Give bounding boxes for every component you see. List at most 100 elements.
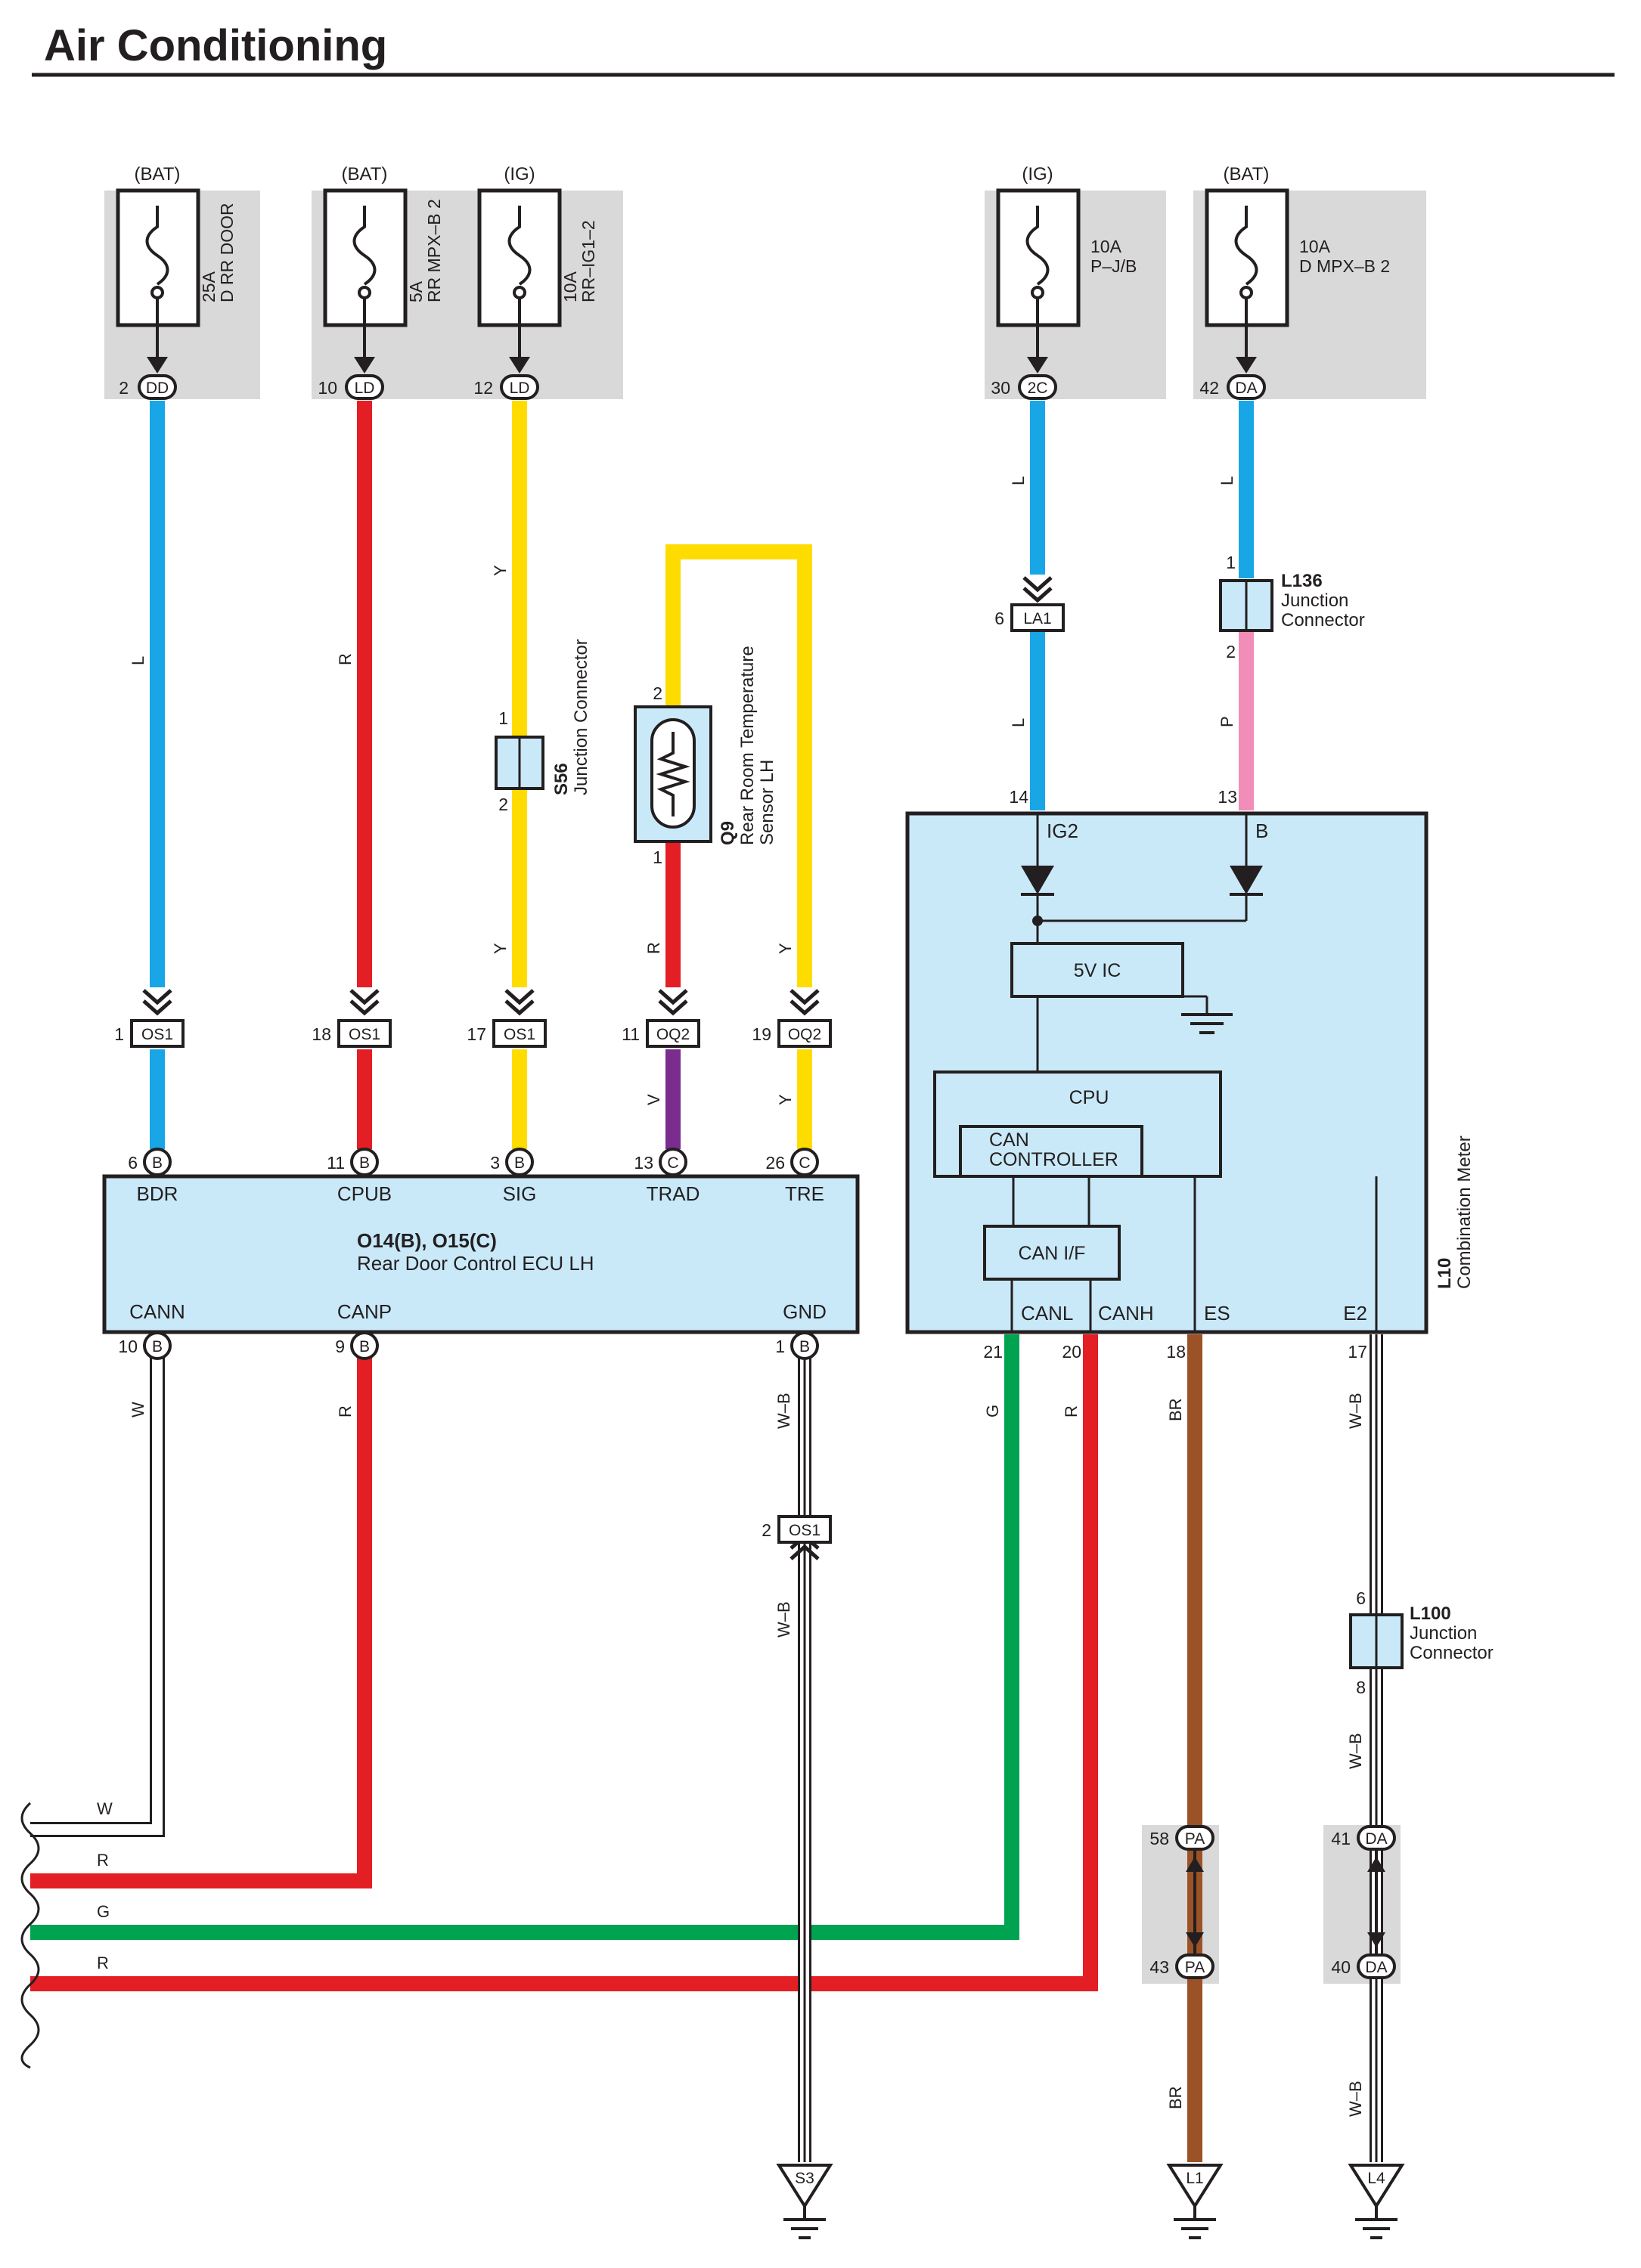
ecu-pin-number: 26 (765, 1153, 785, 1173)
wire-color-label: BR (1166, 2086, 1185, 2109)
wires (30, 401, 1383, 2162)
wire-color-label: L (1009, 476, 1028, 485)
fuse-source-label: (BAT) (135, 164, 181, 184)
connector-name: OQ2 (656, 1026, 690, 1043)
meter-bottom-pin: 20 (1062, 1342, 1081, 1362)
fuse-source-label: (BAT) (342, 164, 388, 184)
meter-bottom-pin: 21 (983, 1342, 1003, 1362)
meter-bottom-pin: 18 (1166, 1342, 1186, 1362)
pin-number: 1 (653, 847, 662, 867)
meter-bottom-signal: ES (1204, 1302, 1230, 1325)
fuse-pin-number: 10 (318, 378, 337, 398)
ecu-pin-conn: B (514, 1154, 525, 1172)
pin-number: 2 (653, 683, 662, 703)
pin-number: 2 (1226, 642, 1236, 662)
pin-number: 8 (1356, 1678, 1366, 1697)
inline-pin-number: 43 (1149, 1957, 1169, 1977)
meter-block-label: CAN I/F (1019, 1243, 1086, 1264)
meter-pin-number: 13 (1218, 787, 1237, 807)
meter-id: L10 (1435, 1258, 1455, 1289)
wire-color-label: L (129, 656, 147, 665)
meter-pin-number: 14 (1009, 787, 1028, 807)
inline-pin-number: 58 (1149, 1829, 1169, 1848)
q9-sensor-name: Sensor LH (757, 760, 777, 845)
fuse-connector-name: 2C (1028, 380, 1048, 397)
q9-thermistor-body (650, 718, 696, 829)
wire-canl (30, 1334, 1019, 1940)
wire-canh (30, 1334, 1098, 1991)
l100-junction-name: Connector (1410, 1643, 1494, 1663)
ecu-pin-signal: BDR (137, 1182, 178, 1205)
page-title: Air Conditioning (44, 21, 387, 70)
fuse-connectors (138, 374, 1266, 400)
fuse-symbol (1025, 206, 1050, 286)
connector-pin: 6 (994, 609, 1004, 628)
l100-junction-name: Junction (1410, 1623, 1477, 1644)
wire-color-label: R (97, 1954, 109, 1972)
ecu-pin-signal: SIG (503, 1182, 537, 1205)
mated-connector-ovals (1175, 1825, 1396, 1979)
ground-label: L1 (1186, 2170, 1203, 2187)
wire-color-label: L (1009, 718, 1028, 727)
connector-pin: 2 (762, 1520, 771, 1540)
ecu-pin-number: 10 (118, 1337, 138, 1356)
wire-color-label: W–B (1346, 1393, 1365, 1429)
diode-icon (1021, 866, 1054, 894)
fuse-name: RR MPX–B 2 (424, 199, 444, 302)
fuse-name: P–J/B (1090, 256, 1137, 276)
fuse-source-label: (BAT) (1224, 164, 1270, 184)
fuse-pin-number: 12 (473, 378, 493, 398)
meter-block-label: CAN (989, 1129, 1029, 1151)
inline-pin-number: 40 (1331, 1957, 1351, 1977)
ecu-pin-conn: C (667, 1154, 678, 1172)
ecu-pin-number: 11 (327, 1153, 345, 1173)
meter-can-controller-block (959, 1125, 1143, 1178)
fuse-name: D MPX–B 2 (1299, 256, 1390, 276)
connector-pin: 1 (114, 1024, 124, 1044)
ecu-pin-conn: B (152, 1338, 163, 1356)
fuse-pin-number: 42 (1199, 378, 1219, 398)
wire-color-label: W (129, 1402, 147, 1418)
fuses (116, 188, 1289, 361)
wire-color-label: W–B (1346, 2081, 1365, 2117)
inline-pin-number: 41 (1331, 1829, 1351, 1848)
fuse-rating: 10A (1090, 237, 1122, 256)
ecu-pin-number: 1 (775, 1337, 785, 1356)
meter-bottom-pin: 17 (1348, 1342, 1367, 1362)
fuse-name: RR–IG1–2 (579, 220, 598, 302)
meter-can-if-block (983, 1225, 1121, 1281)
connector-name: OQ2 (788, 1026, 821, 1043)
ecu-pin-conn: C (799, 1154, 810, 1172)
wire-color-label: R (1062, 1405, 1081, 1418)
wire-color-label: G (97, 1902, 110, 1921)
ecu-pin-conn: B (152, 1154, 163, 1172)
l100-junction-id: L100 (1410, 1603, 1451, 1624)
q9-sensor-name: Rear Room Temperature (737, 646, 758, 845)
pin-number: 2 (498, 795, 508, 814)
ecu-pin-signal: TRAD (647, 1182, 700, 1205)
inline-conn-name: PA (1185, 1830, 1205, 1848)
ecu-pin-number: 9 (335, 1337, 345, 1356)
wire-color-label: L (1218, 476, 1236, 485)
connector-name: OS1 (504, 1026, 535, 1043)
meter-bottom-signal: CANH (1098, 1302, 1154, 1325)
ecu-pin-signal: CANN (129, 1300, 185, 1323)
connector-pin: 11 (622, 1024, 640, 1044)
ecu-name: Rear Door Control ECU LH (357, 1252, 594, 1275)
connector-pin: 18 (312, 1024, 331, 1044)
pin-number: 1 (1226, 553, 1236, 572)
l136-junction-name: Connector (1281, 610, 1365, 631)
wire-color-label: R (336, 653, 355, 665)
ecu-pin-number: 6 (128, 1153, 138, 1173)
fuse-symbol (507, 206, 532, 286)
meter-bottom-signal: CANL (1021, 1302, 1073, 1325)
fuse-pin-number: 2 (119, 378, 129, 398)
wire-cann-fill (30, 1358, 163, 1835)
meter-bottom-signal: E2 (1343, 1302, 1367, 1325)
meter-block-label: 5V IC (1074, 960, 1121, 981)
wire-color-label: W–B (774, 1393, 793, 1429)
s56-junction-id: S56 (551, 763, 572, 795)
junction-dot (1032, 916, 1043, 926)
l136-junction-name: Junction (1281, 590, 1348, 611)
ecu-pin-number: 13 (634, 1153, 653, 1173)
